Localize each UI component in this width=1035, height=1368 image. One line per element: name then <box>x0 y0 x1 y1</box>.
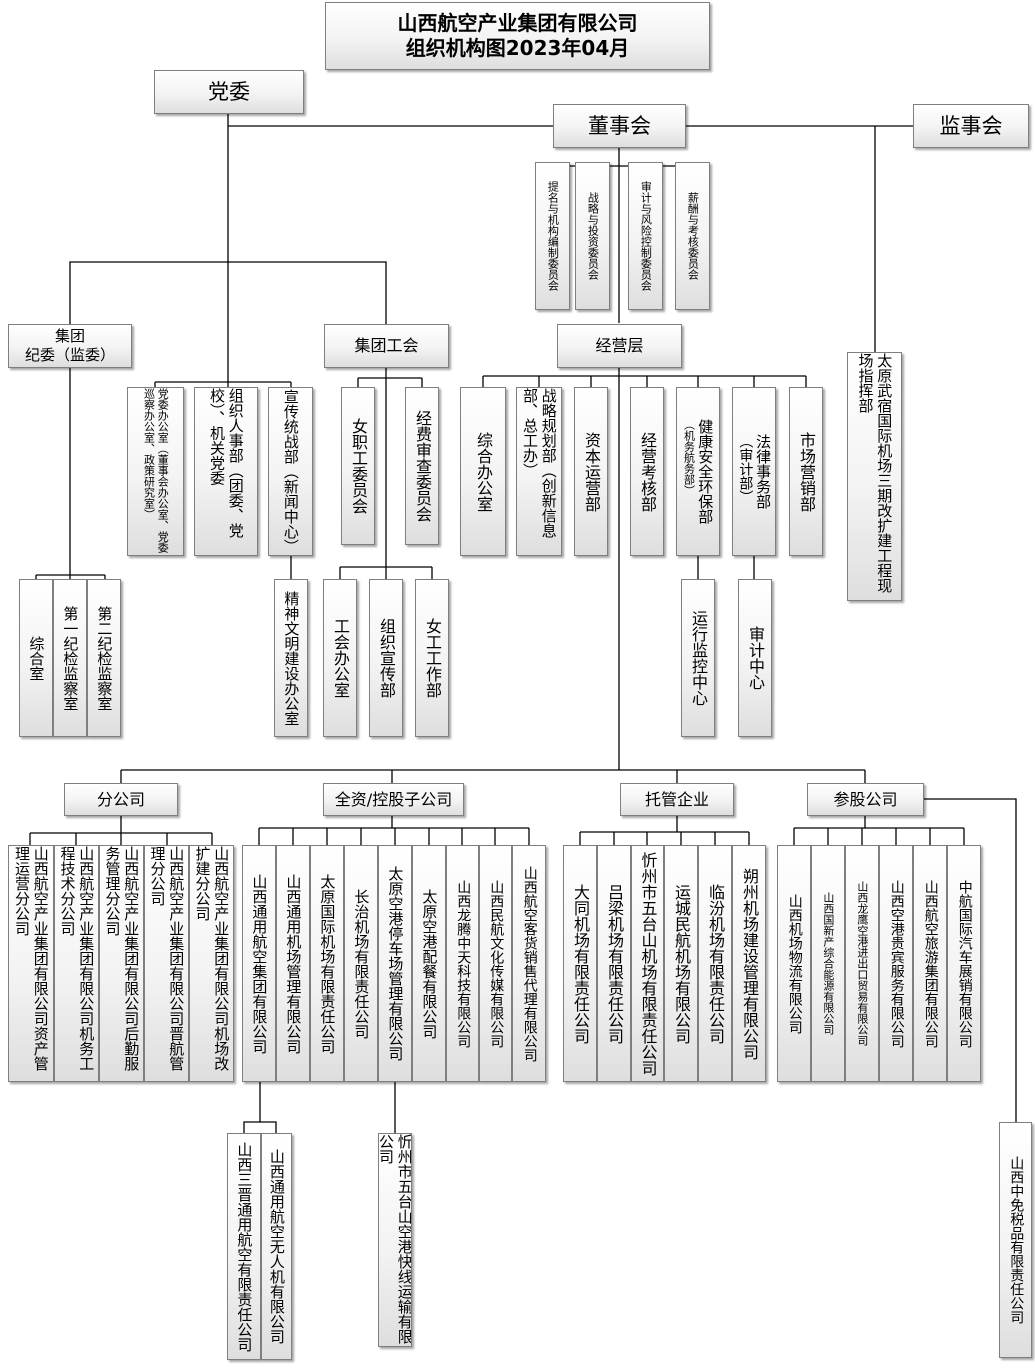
subsidiary-company-box: 太原国际机场有限责任公司 <box>310 845 344 1082</box>
committee-box: 薪酬与考核委员会 <box>675 162 710 310</box>
equity-company-box: 山西国新产综合能源有限公司 <box>811 845 845 1082</box>
trust-category-box: 托管企业 <box>620 783 734 816</box>
equity-category-box: 参股公司 <box>807 783 924 816</box>
union-committee-box: 女职工委员会 <box>341 387 375 545</box>
equity-company-box: 山西空港贵宾服务有限公司 <box>879 845 913 1082</box>
board-box: 董事会 <box>553 104 686 148</box>
party-dept-box: 党委办公室（董事会办公室、党委巡察办公室、政策研究室） <box>127 387 184 556</box>
union-box: 集团工会 <box>324 324 449 368</box>
subsidiaries-category-box: 全资/控股子公司 <box>323 783 464 816</box>
trust-company-box: 吕梁机场有限责任公司 <box>597 845 631 1082</box>
subsidiary-company-box: 山西龙腾中天科技有限公司 <box>446 845 479 1082</box>
equity-company-box: 山西机场物流有限公司 <box>777 845 811 1082</box>
equity-company-box: 山西航空旅游集团有限公司 <box>913 845 947 1082</box>
branch-company-box: 山西航空产业集团有限公司后勤服务管理分公司 <box>99 845 144 1082</box>
branch-company-box: 山西航空产业集团有限公司晋航管理分公司 <box>144 845 189 1082</box>
ga-child-company-box: 山西通用航空无人机有限公司 <box>261 1133 292 1360</box>
ops-center-box: 运行监控中心 <box>681 579 715 737</box>
party-dept-box: 宣传统战部（新闻中心） <box>268 387 313 556</box>
management-dept-box: 法律事务部（审计部） <box>732 387 776 556</box>
audit-center-box: 审计中心 <box>738 579 772 737</box>
branch-company-box: 山西航空产业集团有限公司资产管理运营分公司 <box>8 845 54 1082</box>
party-committee-box: 党委 <box>154 70 304 114</box>
trust-company-box: 临汾机场有限责任公司 <box>698 845 732 1082</box>
party-dept-box: 组织人事部（团委、党校）、机关党委 <box>194 387 258 556</box>
management-dept-box: 资本运营部 <box>574 387 608 556</box>
committee-box: 提名与机构编制委员会 <box>535 162 570 310</box>
subsidiary-company-box: 太原空港停车场管理有限公司 <box>378 845 412 1082</box>
airport-hq-box: 太原武宿国际机场三期改扩建工程现场指挥部 <box>847 352 902 601</box>
union-committee-box: 经费审查委员会 <box>405 387 439 545</box>
subsidiary-company-box: 太原空港配餐有限公司 <box>412 845 446 1082</box>
committee-box: 战略与投资委员会 <box>575 162 610 310</box>
management-dept-box: 市场营销部 <box>789 387 823 556</box>
discipline-dept-box: 第二纪检监察室 <box>87 579 121 737</box>
subsidiary-company-box: 山西航空客货销售代理有限公司 <box>512 845 546 1082</box>
union-dept-box: 工会办公室 <box>323 579 357 737</box>
management-box: 经营层 <box>557 324 682 368</box>
management-dept-box: 经营考核部 <box>630 387 664 556</box>
subsidiary-company-box: 山西通用航空集团有限公司 <box>242 845 276 1082</box>
duty-free-company-box: 山西中免税品有限责任公司 <box>999 1122 1032 1358</box>
union-dept-box: 组织宣传部 <box>369 579 403 737</box>
management-dept-box: 健康安全环保部（机务航务部） <box>676 387 720 556</box>
trust-company-box: 朔州机场建设管理有限公司 <box>732 845 766 1082</box>
discipline-dept-box: 第一纪检监察室 <box>53 579 87 737</box>
management-dept-box: 战略规划部（创新信息部、总工办） <box>516 387 562 556</box>
subsidiary-company-box: 山西通用机场管理有限公司 <box>276 845 310 1082</box>
spiritual-office-box: 精神文明建设办公室 <box>274 579 308 737</box>
supervisors-box: 监事会 <box>913 104 1029 148</box>
trust-company-box: 忻州市五台山机场有限责任公司 <box>631 845 664 1082</box>
equity-company-box: 中航国际汽车展销有限公司 <box>947 845 981 1082</box>
trust-company-box: 运城民航机场有限公司 <box>664 845 698 1082</box>
branches-category-box: 分公司 <box>64 783 178 816</box>
parking-child-company-box: 忻州市五台山空港快线运输有限公司 <box>378 1133 412 1347</box>
discipline-dept-box: 综合室 <box>19 579 53 737</box>
union-dept-box: 女工工作部 <box>415 579 449 737</box>
discipline-committee-box: 集团 纪委（监委） <box>8 324 132 368</box>
subsidiary-company-box: 长治机场有限责任公司 <box>344 845 378 1082</box>
trust-company-box: 大同机场有限责任公司 <box>563 845 597 1082</box>
chart-title: 山西航空产业集团有限公司 组织机构图2023年04月 <box>325 2 710 70</box>
management-dept-box: 综合办公室 <box>460 387 506 556</box>
ga-child-company-box: 山西三晋通用航空有限责任公司 <box>227 1133 261 1360</box>
subsidiary-company-box: 山西民航文化传媒有限公司 <box>479 845 512 1082</box>
committee-box: 审计与风险控制委员会 <box>628 162 663 310</box>
branch-company-box: 山西航空产业集团有限公司机务工程技术分公司 <box>54 845 99 1082</box>
equity-company-box: 山西龙鹰空港进出口贸易有限公司 <box>845 845 879 1082</box>
branch-company-box: 山西航空产业集团有限公司机场改扩建分公司 <box>189 845 234 1082</box>
